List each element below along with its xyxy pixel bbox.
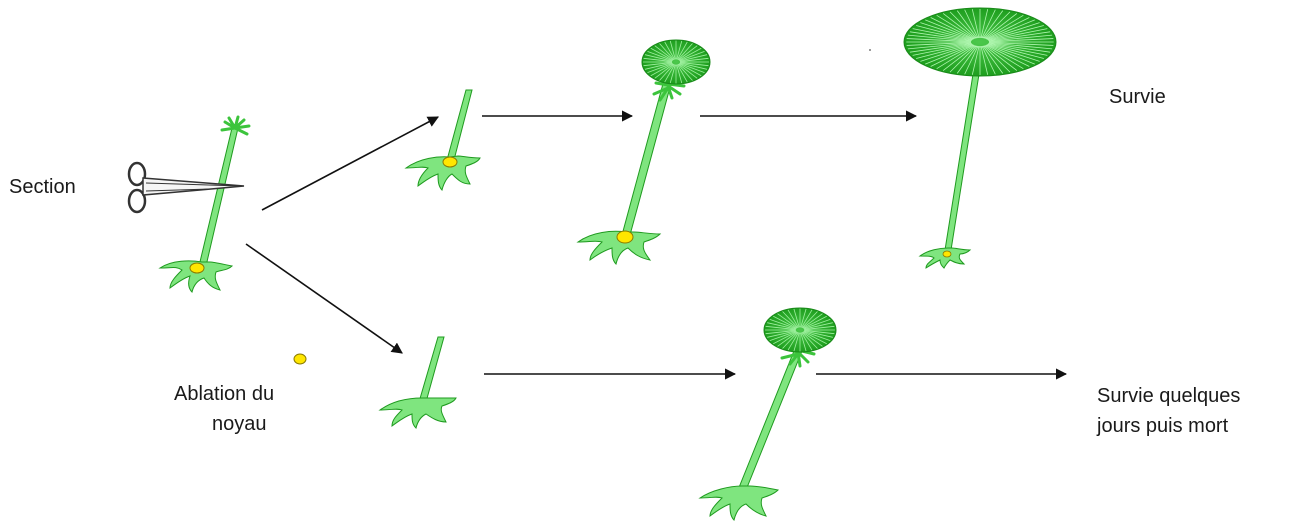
upper-fragment-nucleus [443, 157, 457, 167]
label-survie: Survie [1109, 82, 1166, 112]
arrow-to-lower-branch [246, 244, 402, 353]
original-alga-stalk [199, 128, 238, 266]
upper-regenerated-nucleus [617, 231, 633, 243]
upper-mature-alga-large-cap [904, 8, 1056, 268]
upper-regenerated-alga-small-cap [578, 40, 710, 264]
lower-regenerated-alga-cap [700, 308, 836, 520]
removed-nucleus [294, 354, 306, 364]
arrow-to-upper-branch [262, 117, 438, 210]
label-survie-quelques-line1: Survie quelques [1097, 381, 1240, 411]
label-ablation-line2: noyau [212, 409, 267, 439]
label-survie-quelques-line2: jours puis mort [1097, 411, 1228, 441]
lower-fragment-without-nucleus [380, 337, 456, 428]
label-section: Section [9, 172, 76, 202]
original-alga [160, 117, 249, 292]
original-alga-nucleus [190, 263, 204, 273]
upper-mature-nucleus [943, 251, 951, 257]
upper-fragment-with-nucleus [406, 90, 480, 190]
label-ablation-line1: Ablation du [174, 379, 274, 409]
